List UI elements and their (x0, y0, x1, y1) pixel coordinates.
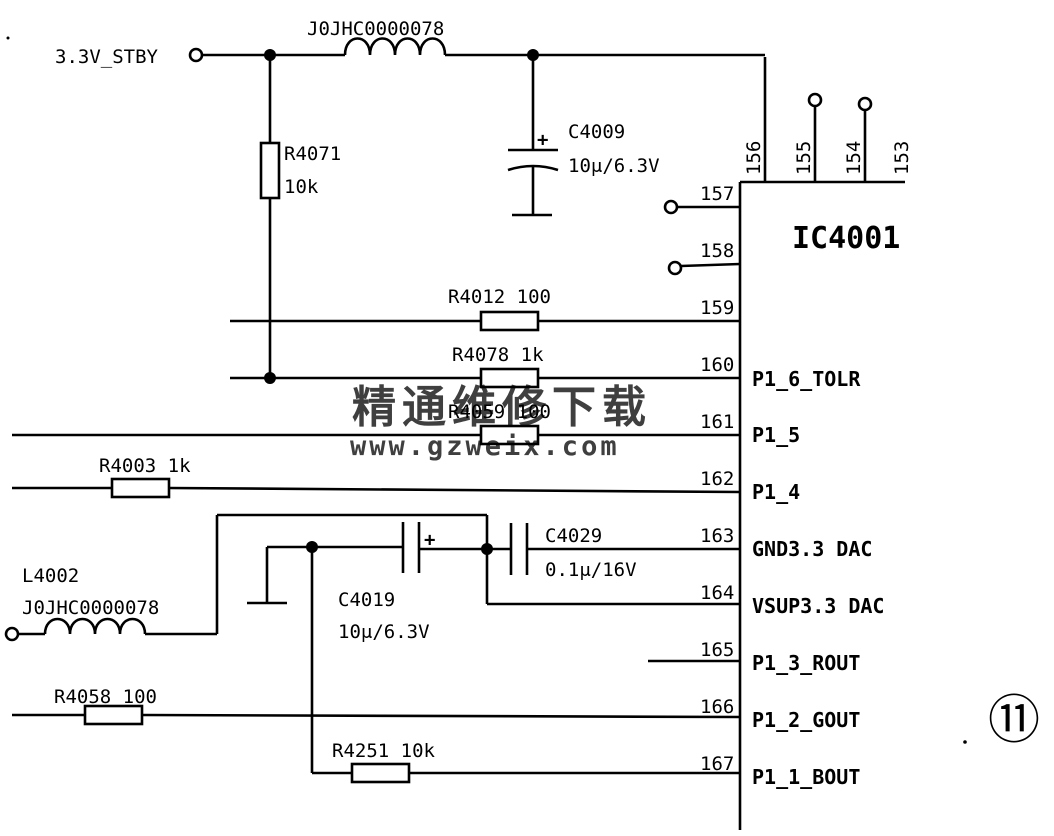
resistor-r4078: R4078 1k (230, 344, 740, 389)
pin-num-166: 166 (700, 696, 734, 718)
resistor-r4059: R4059 100 (12, 401, 740, 446)
r4003-body-icon (110, 477, 171, 499)
signal-p1-2-gout: P1_2_GOUT (752, 708, 860, 732)
pins-157-158 (663, 199, 741, 276)
signal-p1-6-tolr: P1_6_TOLR (752, 367, 861, 391)
pin-num-157: 157 (700, 183, 734, 205)
r4059-label: R4059 100 (448, 401, 551, 423)
signal-p1-1-bout: P1_1_BOUT (752, 765, 860, 789)
c4029-ref: C4029 (545, 525, 602, 547)
signal-p1-5: P1_5 (752, 423, 800, 447)
signal-p1-3-rout: P1_3_ROUT (752, 651, 860, 675)
ic-ref: IC4001 (792, 221, 900, 256)
polarity-plus-icon: + (537, 129, 548, 151)
r4003-label: R4003 1k (99, 455, 191, 477)
r4012-label: R4012 100 (448, 286, 551, 308)
pin-num-162: 162 (700, 468, 734, 490)
watermark-url: www.gzweix.com (350, 431, 620, 462)
polarity-plus-icon: + (424, 529, 435, 551)
r4071-value: 10k (284, 176, 319, 198)
dac-supply-section: L4002 J0JHC0000078 + C4019 10μ/6.3V C402… (4, 513, 740, 773)
r4251-body-icon (350, 762, 411, 784)
ic-signal-names: P1_6_TOLR P1_5 P1_4 GND3.3 DAC VSUP3.3 D… (752, 367, 884, 789)
r4058-body-icon (83, 704, 144, 726)
r4058-label: R4058 100 (54, 686, 157, 708)
l4002-terminal-icon (4, 626, 20, 642)
inductor-top-icon (343, 37, 447, 56)
c4019-value: 10μ/6.3V (338, 621, 430, 643)
inductor-top-part: J0JHC0000078 (307, 18, 444, 40)
pin-157-terminal-icon (663, 199, 679, 215)
pin-158-terminal-icon (667, 260, 683, 276)
resistor-r4003: R4003 1k (12, 455, 741, 499)
page-marker: ⑪ (988, 691, 1040, 751)
resistor-r4251: R4251 10k (312, 740, 740, 784)
resistor-r4058: R4058 100 (12, 686, 741, 726)
pin-num-164: 164 (700, 582, 734, 604)
speck (6, 36, 10, 40)
ic4001: IC4001 (738, 180, 905, 830)
pin-num-154: 154 (843, 141, 865, 175)
pin-num-158: 158 (700, 240, 734, 262)
pin-num-155: 155 (793, 141, 815, 175)
c4019-ref: C4019 (338, 589, 395, 611)
r4058-lead-right (141, 713, 741, 719)
r4071-body-icon (259, 141, 281, 200)
pin-154-terminal-icon (857, 96, 873, 112)
r4251-label: R4251 10k (332, 740, 436, 762)
r4012-body-icon (479, 310, 540, 332)
signal-p1-4: P1_4 (752, 480, 800, 504)
pin-num-160: 160 (700, 354, 734, 376)
l4002-ref: L4002 (22, 565, 79, 587)
pin-num-159: 159 (700, 297, 734, 319)
supply-rail: 3.3V_STBY J0JHC0000078 (55, 18, 765, 68)
pin-158-wire (680, 262, 741, 268)
signal-vsup3-3-dac: VSUP3.3 DAC (752, 594, 884, 618)
pin-num-163: 163 (700, 525, 734, 547)
inductor-l4002-icon (43, 617, 147, 635)
c4029-value: 0.1μ/16V (545, 559, 637, 581)
pin-num-153: 153 (891, 141, 913, 175)
pin-155-terminal-icon (807, 92, 823, 108)
resistor-r4012: R4012 100 (230, 286, 740, 332)
ic-side-pin-numbers: 157 158 159 160 161 162 163 164 165 166 … (700, 183, 734, 775)
supply-terminal-icon (188, 47, 204, 63)
pin-num-167: 167 (700, 753, 734, 775)
c4009-ref: C4009 (568, 121, 625, 143)
watermark: 精通维修下载 www.gzweix.com (350, 382, 652, 462)
r4071-ref: R4071 (284, 143, 341, 165)
supply-label: 3.3V_STBY (55, 46, 159, 68)
r4003-lead-right (168, 486, 741, 494)
pin-num-156: 156 (743, 141, 765, 175)
pin-num-161: 161 (700, 411, 734, 433)
c4009-value: 10μ/6.3V (568, 155, 660, 177)
signal-gnd3-3-dac: GND3.3 DAC (752, 537, 872, 561)
capacitor-c4009: + C4009 10μ/6.3V (507, 55, 660, 217)
watermark-text: 精通维修下载 (352, 382, 652, 433)
pin-num-165: 165 (700, 639, 734, 661)
r4078-label: R4078 1k (452, 344, 544, 366)
resistor-r4071: R4071 10k (259, 55, 341, 384)
speck (963, 740, 967, 744)
l4002-part: J0JHC0000078 (22, 597, 159, 619)
ic-top-pins: 156 155 154 153 (743, 57, 913, 182)
